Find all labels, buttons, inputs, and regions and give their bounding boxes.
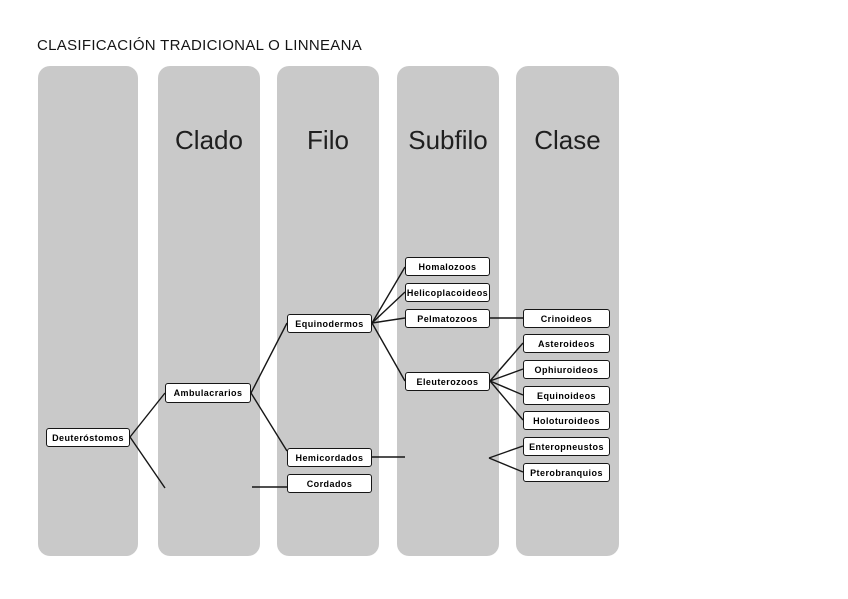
node-asteroideos: Asteroideos	[523, 334, 610, 353]
edge-deuterostomos-ambulacrarios	[129, 392, 166, 438]
node-ophiuroideos: Ophiuroideos	[523, 360, 610, 379]
header-clase: Clase	[534, 125, 601, 155]
edge-eleuterozoos-ophiuroideos	[489, 368, 524, 382]
node-crinoideos: Crinoideos	[523, 309, 610, 328]
edge-deuterostomos-cordados-stub	[129, 436, 166, 489]
edge-fork-enteropneustos	[488, 445, 524, 459]
edge-eleuterozoos-asteroideos	[489, 342, 524, 382]
edge-eleuterozoos-equinoideos	[489, 380, 524, 396]
page-title: CLASIFICACIÓN TRADICIONAL O LINNEANA	[37, 37, 363, 54]
header-filo: Filo	[307, 125, 349, 155]
header-clado: Clado	[175, 125, 243, 155]
node-cordados: Cordados	[287, 474, 372, 493]
node-hemicordados: Hemicordados	[287, 448, 372, 467]
edge-eleuterozoos-holoturoideos	[489, 380, 524, 421]
node-ambulacrarios: Ambulacrarios	[165, 383, 251, 403]
node-deuterostomos: Deuteróstomos	[46, 428, 130, 447]
edge-equinodermos-homalozoos	[371, 266, 406, 324]
column-clado	[158, 66, 260, 556]
node-pterobranquios: Pterobranquios	[523, 463, 610, 482]
column-root	[38, 66, 138, 556]
node-equinodermos: Equinodermos	[287, 314, 372, 333]
edge-ambulacrarios-hemicordados	[250, 392, 288, 452]
node-equinoideos: Equinoideos	[523, 386, 610, 405]
edge-ambulacrarios-equinodermos	[250, 322, 288, 394]
node-pelmatozoos: Pelmatozoos	[405, 309, 490, 328]
edge-equinodermos-pelmatozoos	[371, 317, 406, 324]
edge-equinodermos-helicoplacoideos	[371, 291, 406, 324]
node-helicoplacoideos: Helicoplacoideos	[405, 283, 490, 302]
header-subfilo: Subfilo	[408, 125, 488, 155]
node-eleuterozoos: Eleuterozoos	[405, 372, 490, 391]
edge-equinodermos-eleuterozoos	[371, 322, 406, 382]
edge-fork-pterobranquios	[488, 457, 524, 473]
node-homalozoos: Homalozoos	[405, 257, 490, 276]
node-enteropneustos: Enteropneustos	[523, 437, 610, 456]
node-holoturoideos: Holoturoideos	[523, 411, 610, 430]
